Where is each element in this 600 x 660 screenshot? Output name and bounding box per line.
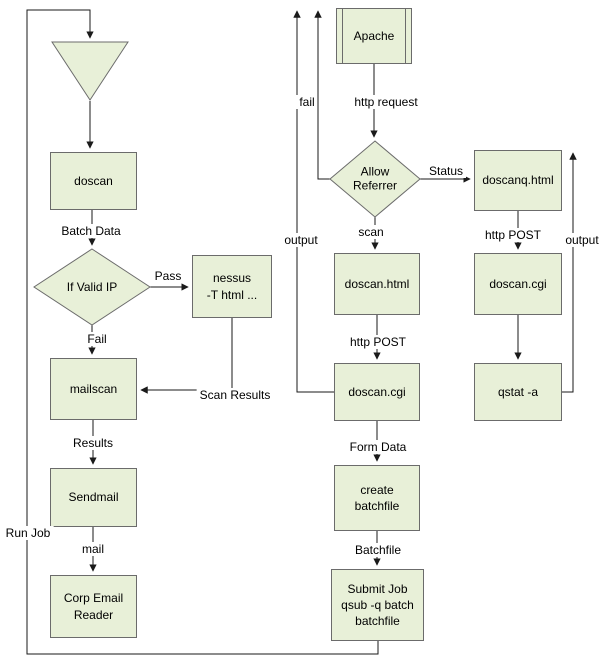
connector-nessus-to-mailscan: [140, 318, 233, 394]
predefined-process-stripe-right: [405, 9, 406, 63]
allow-referrer-diamond: [329, 140, 421, 218]
edge-label-fail: Fail: [84, 332, 110, 346]
edge-label-scan: scan: [355, 225, 387, 239]
predefined-process-stripe-left: [342, 9, 343, 63]
edge-label-output-right: output: [562, 233, 600, 247]
edge-label-http-request: http request: [351, 95, 421, 109]
edge-label-scan-results: Scan Results: [196, 388, 274, 402]
node-apache: Apache: [336, 8, 412, 64]
node-submit-job: Submit Job qsub -q batch batchfile: [331, 569, 424, 641]
node-doscan-cgi-right: doscan.cgi: [474, 253, 562, 315]
node-doscan-label: doscan: [74, 173, 113, 188]
connector-output-mid-up: [293, 10, 334, 393]
node-doscan-cgi-right-label: doscan.cgi: [489, 276, 547, 291]
edge-label-run-job: Run Job: [2, 526, 54, 540]
node-doscan: doscan: [50, 152, 137, 210]
node-nessus: nessus -T html ...: [192, 255, 272, 318]
node-if-valid-ip-label: If Valid IP: [66, 279, 118, 294]
edge-label-results: Results: [69, 436, 117, 450]
edge-label-fail-mid: fail: [296, 95, 318, 109]
node-doscan-html: doscan.html: [334, 253, 420, 315]
edge-label-http-post-right: http POST: [481, 228, 545, 242]
edge-label-batchfile: Batchfile: [351, 543, 405, 557]
if-valid-ip-diamond: [33, 248, 151, 326]
node-create-batchfile: create batchfile: [334, 465, 420, 531]
connector-fail-up: [314, 10, 330, 180]
node-doscanq-html: doscanq.html: [474, 150, 562, 211]
node-submit-job-label: Submit Job qsub -q batch batchfile: [341, 581, 414, 629]
node-doscan-cgi-mid-label: doscan.cgi: [348, 384, 406, 399]
node-qstat-a-label: qstat -a: [497, 384, 539, 399]
edge-label-form-data: Form Data: [346, 440, 410, 454]
node-corp-email-reader: Corp Email Reader: [50, 575, 137, 638]
edge-label-status: Status: [425, 164, 467, 178]
edge-label-http-post-mid: http POST: [346, 335, 410, 349]
node-nessus-label: nessus -T html ...: [206, 271, 258, 302]
start-triangle: [51, 41, 129, 101]
edge-label-output-mid: output: [281, 233, 321, 247]
node-mailscan-label: mailscan: [69, 381, 118, 396]
node-corp-email-reader-label: Corp Email Reader: [63, 591, 124, 622]
node-mailscan: mailscan: [50, 358, 137, 420]
edge-label-batch-data: Batch Data: [58, 224, 124, 238]
node-doscan-html-label: doscan.html: [344, 276, 410, 291]
connector-output-right-up: [562, 152, 577, 393]
node-allow-referrer-label: Allow Referrer: [352, 164, 398, 193]
edge-label-mail: mail: [78, 542, 108, 556]
node-sendmail: Sendmail: [50, 468, 137, 527]
edge-label-pass: Pass: [151, 269, 185, 283]
node-apache-label: Apache: [353, 28, 395, 43]
node-doscanq-html-label: doscanq.html: [482, 173, 554, 188]
node-sendmail-label: Sendmail: [68, 490, 119, 505]
node-create-batchfile-label: create batchfile: [354, 482, 400, 513]
node-qstat-a: qstat -a: [474, 363, 562, 421]
connector-run-job-loop: [26, 9, 379, 655]
node-doscan-cgi-mid: doscan.cgi: [334, 363, 420, 421]
